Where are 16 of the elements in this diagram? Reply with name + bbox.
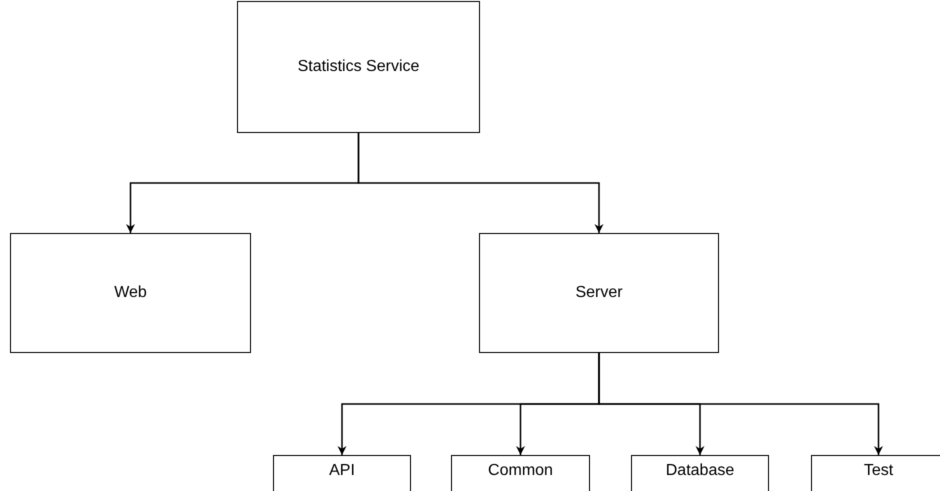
- box-label: Test: [864, 462, 894, 480]
- box-label: API: [329, 462, 355, 480]
- process-box: [479, 233, 719, 353]
- box-label: Common: [488, 462, 553, 480]
- process-box: [451, 455, 590, 491]
- process-box: [811, 455, 940, 491]
- box-label: Database: [666, 462, 734, 480]
- box-label: Web: [114, 284, 147, 302]
- process-box: [273, 455, 411, 491]
- connector-arrow: [358, 133, 604, 233]
- box-label: Statistics Service: [298, 58, 420, 76]
- box-label: Server: [575, 284, 623, 302]
- process-box: [10, 233, 251, 353]
- connector-arrow: [598, 353, 883, 455]
- process-box: [631, 455, 769, 491]
- process-box: [237, 1, 480, 133]
